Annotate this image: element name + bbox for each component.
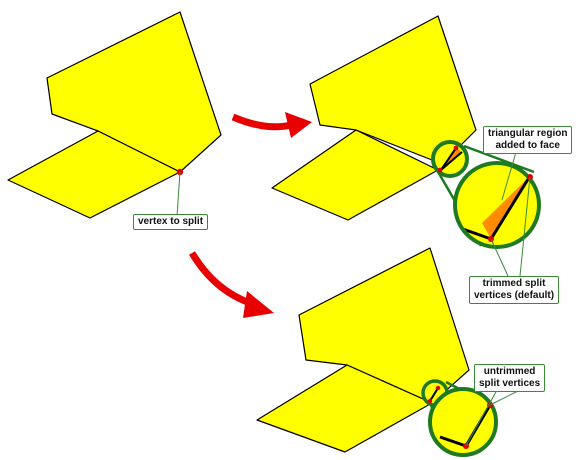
- trimmed-line-2: vertices (default): [474, 290, 555, 301]
- triangular-region-line-2: added to face: [495, 140, 560, 151]
- untrimmed-split-vertices-label: untrimmed split vertices: [474, 364, 546, 392]
- triangular-region-label: triangular region added to face: [483, 126, 573, 154]
- vertex-to-split-label: vertex to split: [133, 214, 209, 230]
- untrimmed-callout-leader-1: [465, 389, 498, 447]
- trimmed-line-1: trimmed split: [482, 278, 546, 289]
- untrimmed-line-1: untrimmed: [483, 366, 536, 377]
- untrimmed-callout-leader-2: [489, 389, 521, 406]
- untrimmed-line-2: split vertices: [479, 378, 541, 389]
- trimmed-callout-leader-1: [490, 238, 509, 277]
- original-shape: [7, 11, 222, 219]
- curved-arrow-icon: [231, 112, 312, 138]
- curved-arrow-icon: [188, 251, 274, 318]
- trimmed-split-vertices-label: trimmed split vertices (default): [469, 276, 560, 304]
- magnifier-icon: [421, 379, 498, 457]
- trimmed-result-shape: [271, 15, 477, 221]
- magnifier-icon: [431, 140, 541, 249]
- triangular-region-leader: [501, 151, 517, 201]
- trimmed-callout-leader-2: [519, 176, 531, 277]
- triangular-region-line-1: triangular region: [488, 128, 568, 139]
- vertex-callout-leader: [176, 171, 181, 217]
